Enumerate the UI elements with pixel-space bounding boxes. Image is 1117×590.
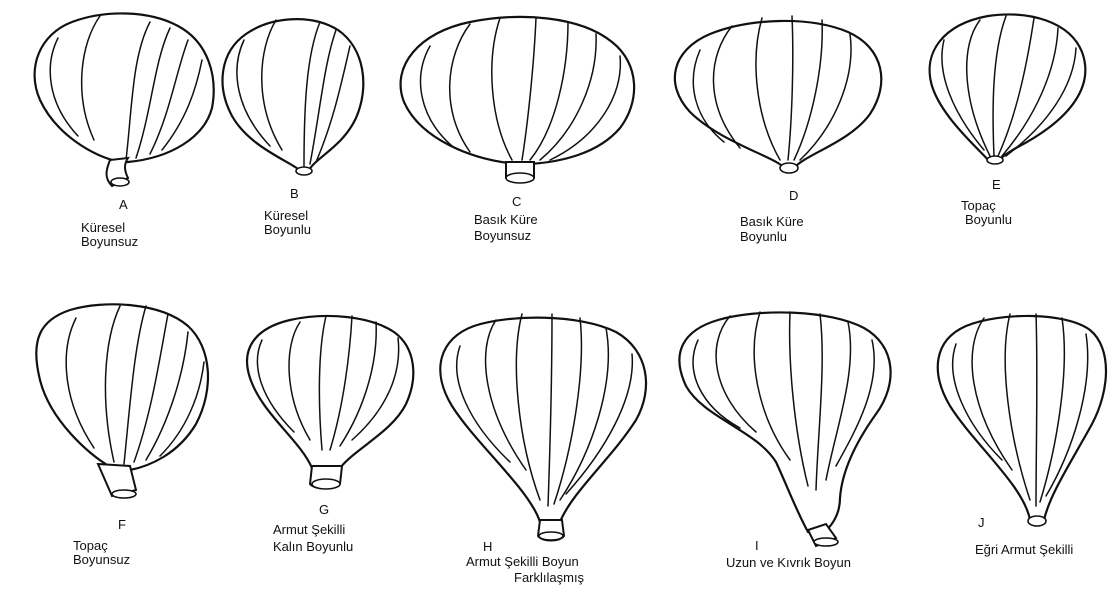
label-a-line2: Boyunsuz [81, 234, 138, 249]
label-a-line1: Küresel [81, 220, 125, 235]
fig-shape-c [401, 17, 635, 183]
label-d-line1: Basık Küre [740, 214, 804, 229]
label-h-line1: Armut Şekilli Boyun [466, 554, 579, 569]
label-b-line2: Boyunlu [264, 222, 311, 237]
fig-shape-e [930, 15, 1086, 165]
label-f-letter: F [118, 517, 126, 532]
fig-shape-a [35, 13, 214, 186]
fig-shape-h [440, 314, 646, 541]
label-f-line2: Boyunsuz [73, 552, 130, 567]
fig-shape-j [938, 314, 1106, 526]
label-h-line2: Farklılaşmış [514, 570, 584, 585]
label-d-letter: D [789, 188, 798, 203]
label-i-line1: Uzun ve Kıvrık Boyun [726, 555, 851, 570]
label-j-line1: Eğri Armut Şekilli [975, 542, 1073, 557]
fig-shape-d [675, 16, 881, 173]
label-c-letter: C [512, 194, 521, 209]
label-c-line2: Boyunsuz [474, 228, 531, 243]
label-g-line1: Armut Şekilli [273, 522, 345, 537]
label-a-letter: A [119, 197, 128, 212]
label-i-letter: I [755, 538, 759, 553]
label-b-line1: Küresel [264, 208, 308, 223]
label-e-line2: Boyunlu [965, 212, 1012, 227]
fig-shape-f [36, 304, 208, 498]
label-e-line1: Topaç [961, 198, 996, 213]
fig-shape-i [679, 312, 890, 546]
label-g-letter: G [319, 502, 329, 517]
label-g-line2: Kalın Boyunlu [273, 539, 353, 554]
label-c-line1: Basık Küre [474, 212, 538, 227]
fig-shape-b [223, 19, 364, 175]
label-j-letter: J [978, 515, 985, 530]
label-b-letter: B [290, 186, 299, 201]
label-e-letter: E [992, 177, 1001, 192]
label-d-line2: Boyunlu [740, 229, 787, 244]
label-h-letter: H [483, 539, 492, 554]
fig-shape-g [247, 316, 413, 489]
label-f-line1: Topaç [73, 538, 108, 553]
